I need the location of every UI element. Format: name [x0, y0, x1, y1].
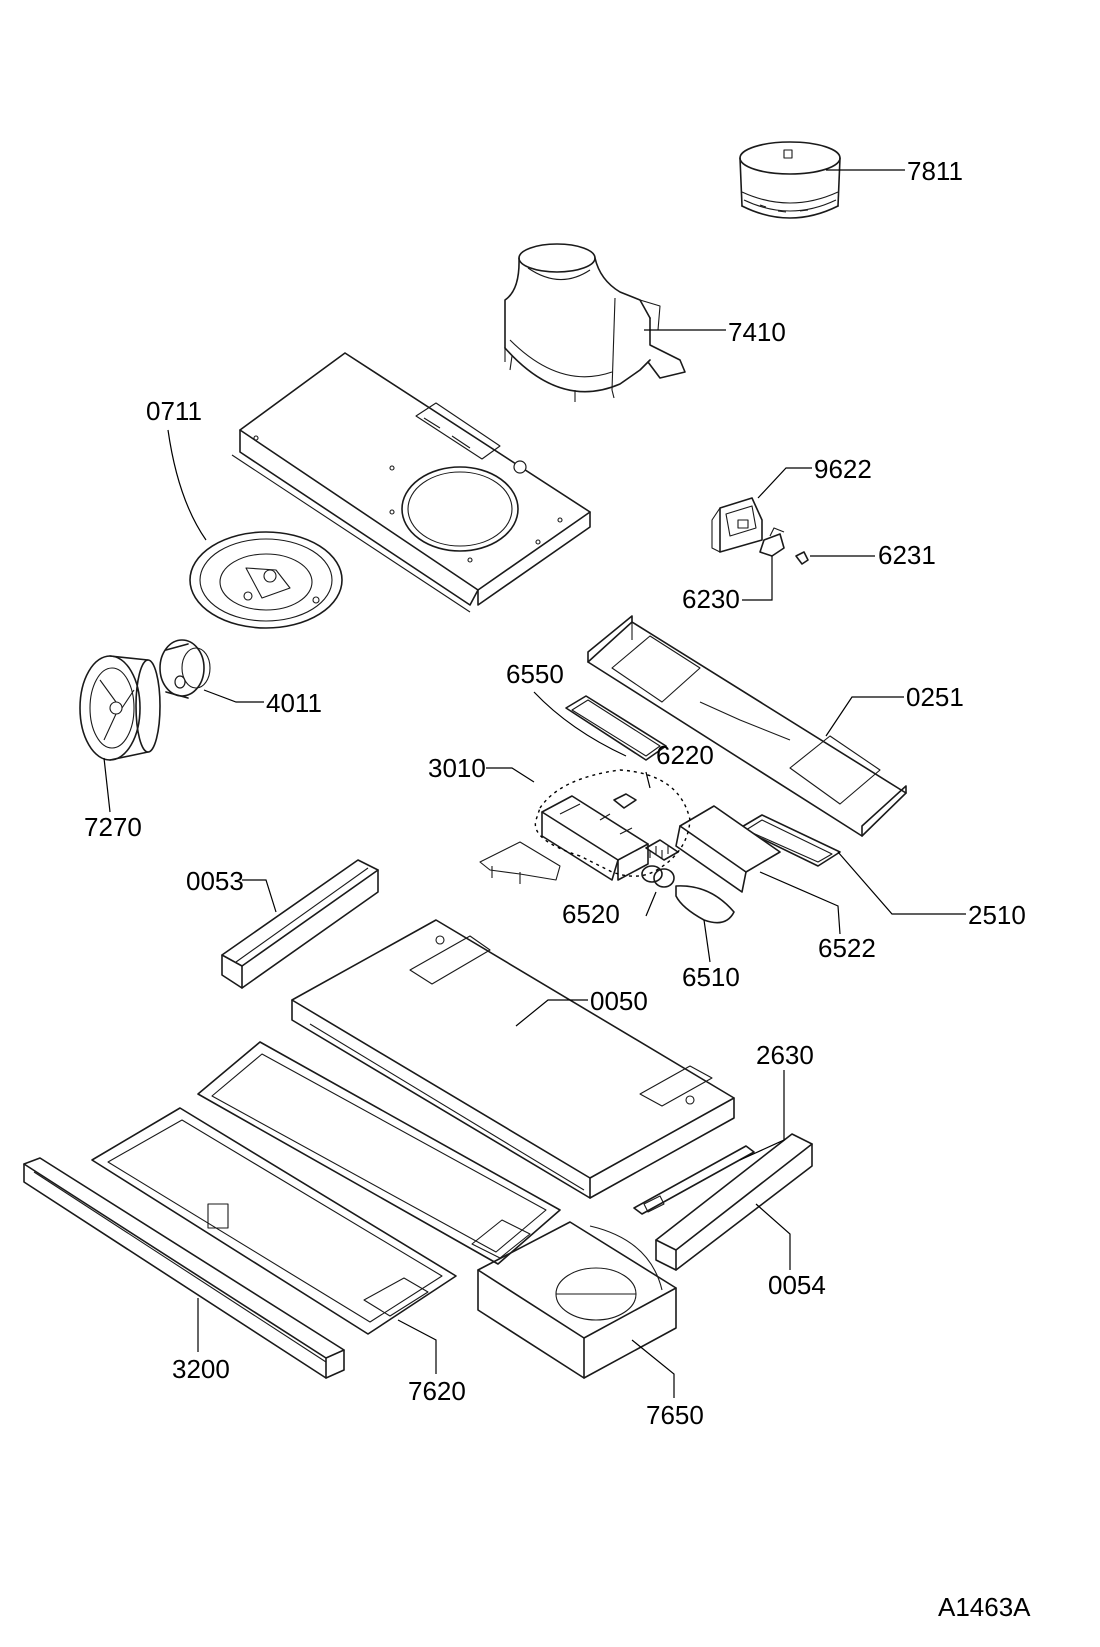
label-2510: 2510	[968, 900, 1026, 930]
label-0050: 0050	[590, 986, 648, 1016]
label-6522: 6522	[818, 933, 876, 963]
part-9622-switch-bracket[interactable]	[711, 497, 763, 553]
label-6550: 6550	[506, 659, 564, 689]
label-3010: 3010	[428, 753, 486, 783]
part-7410-fan-housing[interactable]	[504, 243, 686, 402]
label-3200: 3200	[172, 1354, 230, 1384]
part-7811-duct-ring[interactable]	[739, 141, 841, 219]
part-7650-carbon-box[interactable]	[477, 1221, 677, 1379]
label-6231: 6231	[878, 540, 936, 570]
part-7620-filter-lower[interactable]	[91, 1107, 457, 1335]
part-3010-control-housing[interactable]	[479, 795, 649, 884]
part-6550-cover[interactable]	[565, 695, 667, 761]
part-7620-filter-upper[interactable]	[197, 1041, 561, 1265]
label-0251: 0251	[906, 682, 964, 712]
part-6231-clip[interactable]	[795, 551, 809, 565]
label-0711: 0711	[146, 396, 202, 426]
part-7270-impeller[interactable]	[79, 655, 161, 761]
label-4011: 4011	[266, 688, 322, 718]
label-0054: 0054	[768, 1270, 826, 1300]
label-7620: 7620	[408, 1376, 466, 1406]
part-0711-motor-plate[interactable]	[189, 531, 343, 629]
part-6220-terminal-block[interactable]	[613, 793, 679, 861]
part-6522-lamp-shade[interactable]	[675, 805, 781, 893]
part-0050-main-body[interactable]	[291, 919, 735, 1199]
part-3200-front-panel[interactable]	[23, 1157, 345, 1379]
label-7811: 7811	[907, 156, 963, 186]
part-4011-motor[interactable]	[159, 639, 211, 699]
part-6230-switch[interactable]	[759, 527, 785, 557]
leader-lines	[103, 169, 966, 1398]
part-2510-cover[interactable]	[739, 814, 841, 867]
part-2630-rail[interactable]	[633, 1145, 755, 1215]
label-6230: 6230	[682, 584, 740, 614]
part-0054-side-rail[interactable]	[655, 1133, 813, 1271]
label-6220: 6220	[656, 740, 714, 770]
label-9622: 9622	[814, 454, 872, 484]
label-7410: 7410	[728, 317, 786, 347]
label-0053: 0053	[186, 866, 244, 896]
label-6510: 6510	[682, 962, 740, 992]
part-6520-lamp-socket[interactable]	[641, 865, 675, 888]
label-2630: 2630	[756, 1040, 814, 1070]
part-labels: 7811 7410 0711 9622 6231 6230 6550 0251 …	[84, 156, 1031, 1622]
drawing-code: A1463A	[938, 1592, 1031, 1622]
label-7650: 7650	[646, 1400, 704, 1430]
part-0053-side-rail[interactable]	[221, 859, 379, 989]
part-0251-frame[interactable]	[587, 615, 907, 837]
part-6510-bulb[interactable]	[675, 885, 735, 924]
label-7270: 7270	[84, 812, 142, 842]
part-3010-dotted-group	[534, 769, 691, 877]
part-upper-hood-panel[interactable]	[231, 352, 591, 613]
label-6520: 6520	[562, 899, 620, 929]
